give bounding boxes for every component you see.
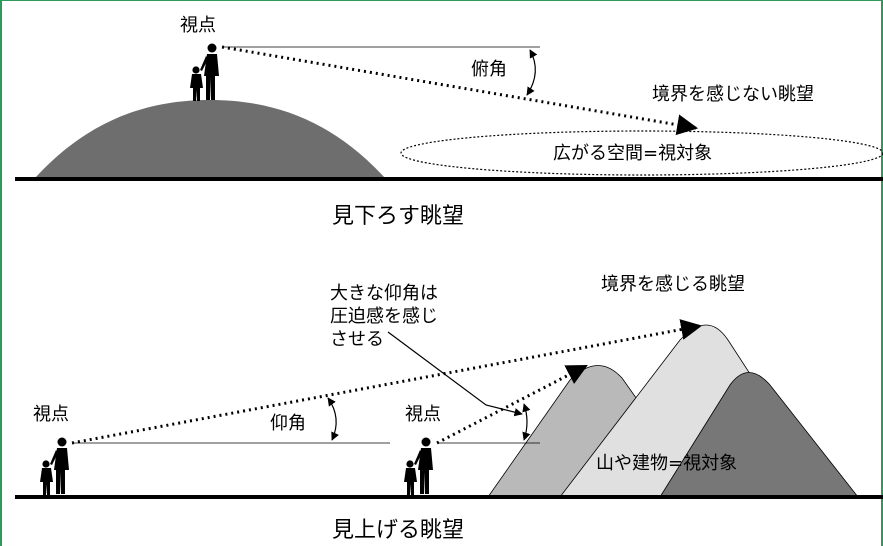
open-space-ellipse [400, 130, 883, 176]
caption-top: 見下ろす眺望 [332, 204, 464, 229]
sight-line-left [71, 319, 703, 445]
open-space-label: 広がる空間=視対象 [553, 143, 712, 164]
viewpoint-label-bottom-right: 視点 [405, 404, 441, 425]
borderless-view-label: 境界を感じない眺望 [652, 84, 814, 105]
viewer-figures-top [190, 43, 219, 101]
viewer-figures-bottom-left [40, 437, 69, 495]
pressure-note-line2: 圧迫感を感じ [330, 306, 438, 327]
hill [35, 100, 385, 178]
elevation-angle-arc-right [522, 403, 531, 441]
pressure-note-leader [387, 331, 523, 417]
caption-bottom: 見上げる眺望 [332, 518, 464, 543]
elevation-angle-arc-left [327, 397, 339, 441]
depression-angle-arc [526, 49, 538, 96]
bounded-view-label: 境界を感じる眺望 [601, 274, 745, 295]
mountain-right [659, 372, 859, 498]
elevation-angle-label: 仰角 [270, 413, 306, 434]
sight-line-top [221, 45, 699, 136]
viewpoint-label-bottom-left: 視点 [33, 404, 69, 425]
pressure-note-line3: させる [330, 329, 384, 350]
pressure-note-line1: 大きな仰角は [330, 283, 438, 304]
viewpoint-label-top: 視点 [180, 15, 216, 36]
sight-line-right [436, 364, 588, 445]
depression-angle-label: 俯角 [471, 59, 507, 80]
mountain-object-label: 山や建物=視対象 [596, 453, 737, 474]
viewer-figures-bottom-right [404, 437, 433, 495]
